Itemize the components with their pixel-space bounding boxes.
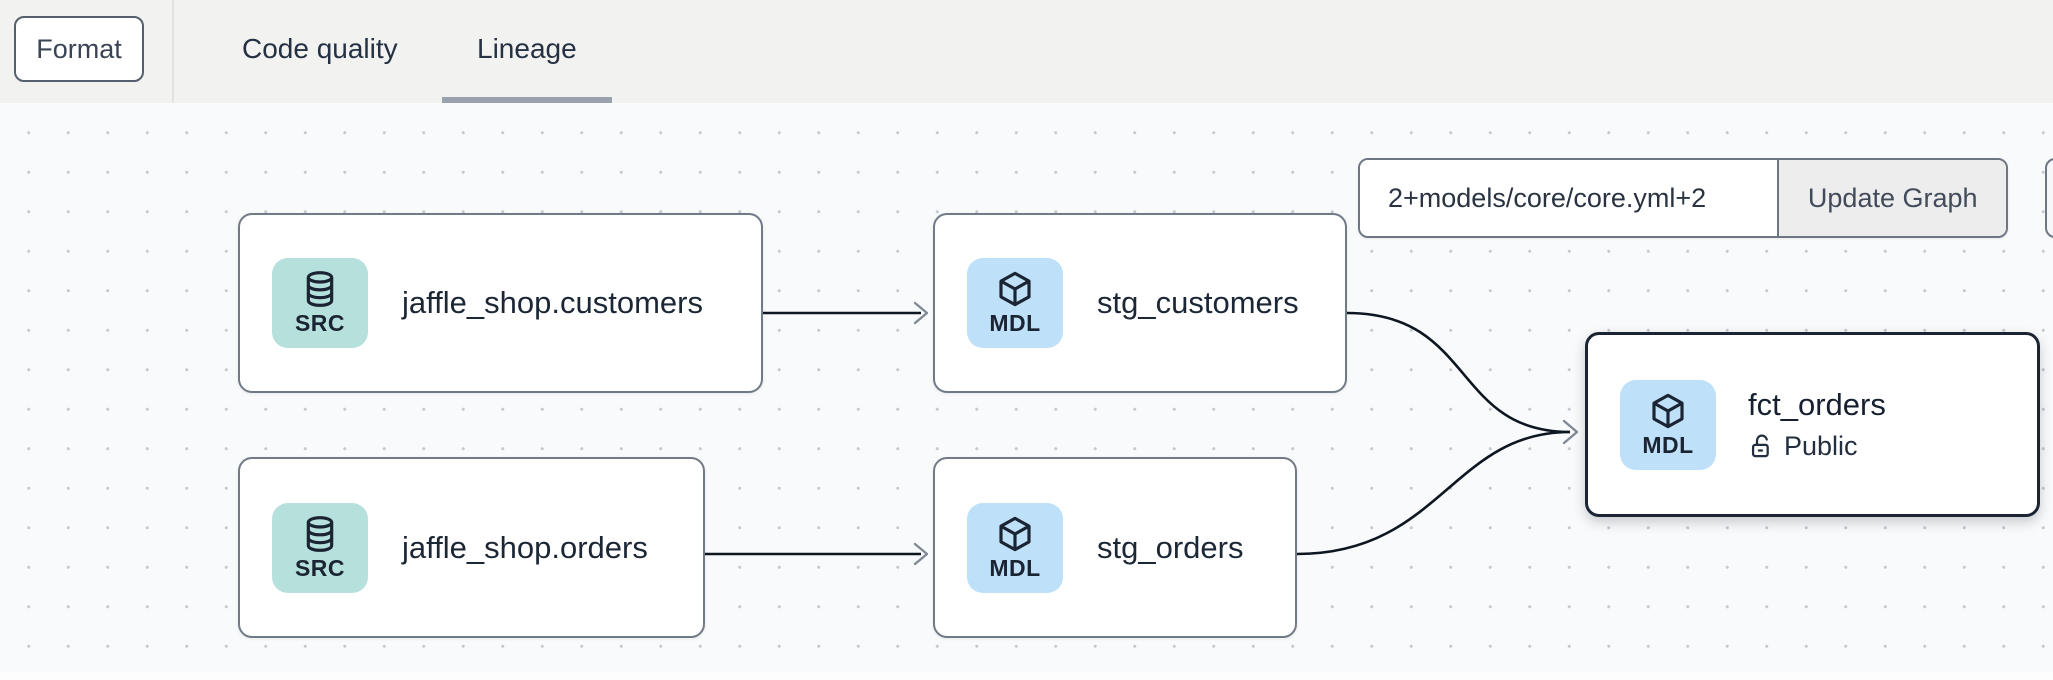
database-icon: [306, 271, 334, 307]
badge-label: SRC: [294, 310, 346, 336]
access-row: Public: [1748, 431, 1886, 462]
badge-label: MDL: [989, 310, 1041, 336]
lock-open-icon: [1751, 434, 1769, 458]
active-tab-indicator: [442, 97, 612, 103]
tab-code-quality[interactable]: Code quality: [242, 32, 398, 64]
canvas-bottom-strip: [0, 672, 2053, 680]
lineage-selector-group: Update Graph: [1358, 158, 2008, 238]
node-jaffle-shop-customers[interactable]: SRC jaffle_shop.customers: [238, 213, 763, 393]
node-label: jaffle_shop.customers: [402, 285, 703, 320]
lineage-selector-input[interactable]: [1360, 160, 1778, 236]
model-badge: MDL: [967, 258, 1063, 348]
node-jaffle-shop-orders[interactable]: SRC jaffle_shop.orders: [238, 457, 705, 638]
badge-label: SRC: [294, 554, 346, 581]
source-badge: SRC: [272, 502, 368, 593]
model-badge: MDL: [967, 502, 1063, 593]
cropped-right-control[interactable]: [2045, 158, 2053, 238]
node-fct-orders[interactable]: MDL fct_orders Public: [1585, 332, 2040, 517]
top-toolbar: Format Code quality Lineage: [0, 0, 2053, 103]
access-label: Public: [1784, 431, 1858, 461]
cube-icon: [999, 516, 1031, 551]
tab-lineage[interactable]: Lineage: [477, 32, 577, 64]
node-label: jaffle_shop.orders: [402, 529, 648, 565]
node-label: fct_orders: [1748, 387, 1886, 422]
node-stg-customers[interactable]: MDL stg_customers: [933, 213, 1347, 393]
toolbar-divider: [172, 0, 174, 103]
database-icon: [306, 515, 334, 552]
cube-icon: [999, 271, 1031, 307]
badge-label: MDL: [989, 554, 1041, 581]
node-stg-orders[interactable]: MDL stg_orders: [933, 457, 1297, 638]
cube-icon: [1652, 393, 1684, 428]
update-graph-button[interactable]: Update Graph: [1777, 160, 2006, 236]
node-label: stg_customers: [1097, 285, 1299, 320]
node-label: stg_orders: [1097, 529, 1244, 565]
model-badge: MDL: [1620, 379, 1716, 470]
format-button[interactable]: Format: [14, 16, 144, 82]
source-badge: SRC: [272, 258, 368, 348]
badge-label: MDL: [1642, 431, 1694, 458]
